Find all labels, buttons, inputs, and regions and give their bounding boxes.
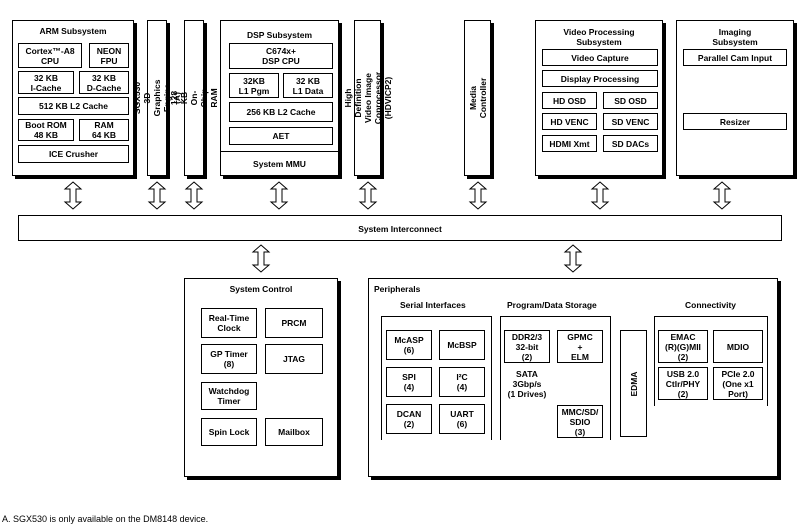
system-control-title: System Control — [229, 284, 293, 294]
system-interconnect-label: System Interconnect — [358, 224, 442, 234]
imaging-subsystem: Imaging Subsystem Parallel Cam Input Res… — [676, 20, 794, 176]
edma-label: EDMA — [628, 370, 639, 397]
usb-2-0: USB 2.0 Ctlr/PHY (2) — [658, 367, 708, 400]
dsp-l1-pgm: 32KB L1 Pgm — [229, 73, 279, 98]
spi: SPI (4) — [386, 367, 432, 397]
arm-subsystem-title: ARM Subsystem — [39, 26, 107, 36]
sd-osd: SD OSD — [603, 92, 658, 109]
mmc-sd-sdio: MMC/SD/ SDIO (3) — [557, 405, 603, 438]
uart: UART (6) — [439, 404, 485, 434]
pcie-2-0: PCIe 2.0 (One x1 Port) — [713, 367, 763, 400]
parallel-cam-input: Parallel Cam Input — [683, 49, 787, 66]
system-interconnect: System Interconnect — [18, 215, 782, 241]
arm-ram: RAM 64 KB — [79, 119, 129, 141]
ice-crusher: ICE Crusher — [18, 145, 129, 163]
serial-interfaces-group — [381, 316, 492, 440]
cortex-a8-cpu: Cortex™-A8 CPU — [18, 43, 82, 68]
mailbox: Mailbox — [265, 418, 323, 446]
storage-title: Program/Data Storage — [507, 300, 597, 310]
arm-dcache: 32 KB D-Cache — [79, 71, 129, 94]
onchip-bus-arrow — [184, 181, 204, 210]
video-subsystem-title: Video Processing Subsystem — [563, 27, 635, 47]
media-bus-arrow — [468, 181, 488, 210]
periph-bus-arrow — [563, 244, 583, 273]
sysctrl-bus-arrow — [251, 244, 271, 273]
arm-icache: 32 KB I-Cache — [18, 71, 74, 94]
media-controller: Media Controller — [464, 20, 491, 176]
boot-rom: Boot ROM 48 KB — [18, 119, 74, 141]
hdvicp2: High Definition Video Image Coprocessor … — [343, 20, 393, 176]
mcasp: McASP (6) — [386, 330, 432, 360]
dsp-aet: AET — [229, 127, 333, 145]
mcbsp: McBSP — [439, 330, 485, 360]
connectivity-title: Connectivity — [685, 300, 737, 310]
watchdog-timer: Watchdog Timer — [201, 382, 257, 410]
storage-group — [500, 316, 611, 440]
hd-osd: HD OSD — [542, 92, 597, 109]
hd-venc: HD VENC — [542, 113, 597, 130]
edma: EDMA — [620, 330, 647, 437]
onchip-ram: 128 KB On-Chip RAM — [169, 20, 219, 176]
arm-bus-arrow — [63, 181, 83, 210]
sd-dacs: SD DACs — [603, 135, 658, 152]
imaging-bus-arrow — [712, 181, 732, 210]
gp-timer: GP Timer (8) — [201, 344, 257, 374]
video-bus-arrow — [590, 181, 610, 210]
i2c: I²C (4) — [439, 367, 485, 397]
arm-subsystem: ARM Subsystem Cortex™-A8 CPU NEON FPU 32… — [12, 20, 134, 176]
video-processing-subsystem: Video Processing Subsystem Video Capture… — [535, 20, 663, 176]
neon-fpu: NEON FPU — [89, 43, 129, 68]
dsp-divider — [221, 151, 338, 152]
hdmi-xmt: HDMI Xmt — [542, 135, 597, 152]
dsp-l1-data: 32 KB L1 Data — [283, 73, 333, 98]
spin-lock: Spin Lock — [201, 418, 257, 446]
dsp-l2-cache: 256 KB L2 Cache — [229, 102, 333, 122]
peripherals-title: Peripherals — [374, 284, 421, 294]
serial-interfaces-title: Serial Interfaces — [400, 300, 466, 310]
resizer: Resizer — [683, 113, 787, 130]
sgx530-graphics-engine: SGX530 3D Graphics Engine (A) — [132, 20, 182, 176]
connectivity-group — [654, 316, 768, 406]
dsp-subsystem-title: DSP Subsystem — [246, 30, 313, 40]
mdio: MDIO — [713, 330, 763, 363]
real-time-clock: Real-Time Clock — [201, 308, 257, 338]
sgx-bus-arrow — [147, 181, 167, 210]
sata: SATA 3Gbp/s (1 Drives) — [504, 367, 550, 400]
sd-venc: SD VENC — [603, 113, 658, 130]
video-capture: Video Capture — [542, 49, 658, 66]
ddr: DDR2/3 32-bit (2) — [504, 330, 550, 363]
dsp-subsystem: DSP Subsystem C674x+ DSP CPU 32KB L1 Pgm… — [220, 20, 339, 176]
system-mmu: System MMU — [253, 159, 306, 169]
dsp-bus-arrow — [269, 181, 289, 210]
emac: EMAC (R)(G)MII (2) — [658, 330, 708, 363]
jtag: JTAG — [265, 344, 323, 374]
footnote: A. SGX530 is only available on the DM814… — [2, 514, 209, 524]
dsp-cpu: C674x+ DSP CPU — [229, 43, 333, 69]
peripherals: Peripherals Serial Interfaces McASP (6) … — [368, 278, 778, 477]
display-processing: Display Processing — [542, 70, 658, 87]
imaging-subsystem-title: Imaging Subsystem — [712, 27, 758, 47]
hdvicp-bus-arrow — [358, 181, 378, 210]
prcm: PRCM — [265, 308, 323, 338]
arm-l2-cache: 512 KB L2 Cache — [18, 97, 129, 115]
system-control: System Control Real-Time Clock PRCM GP T… — [184, 278, 338, 477]
gpmc-elm: GPMC + ELM — [557, 330, 603, 363]
dcan: DCAN (2) — [386, 404, 432, 434]
